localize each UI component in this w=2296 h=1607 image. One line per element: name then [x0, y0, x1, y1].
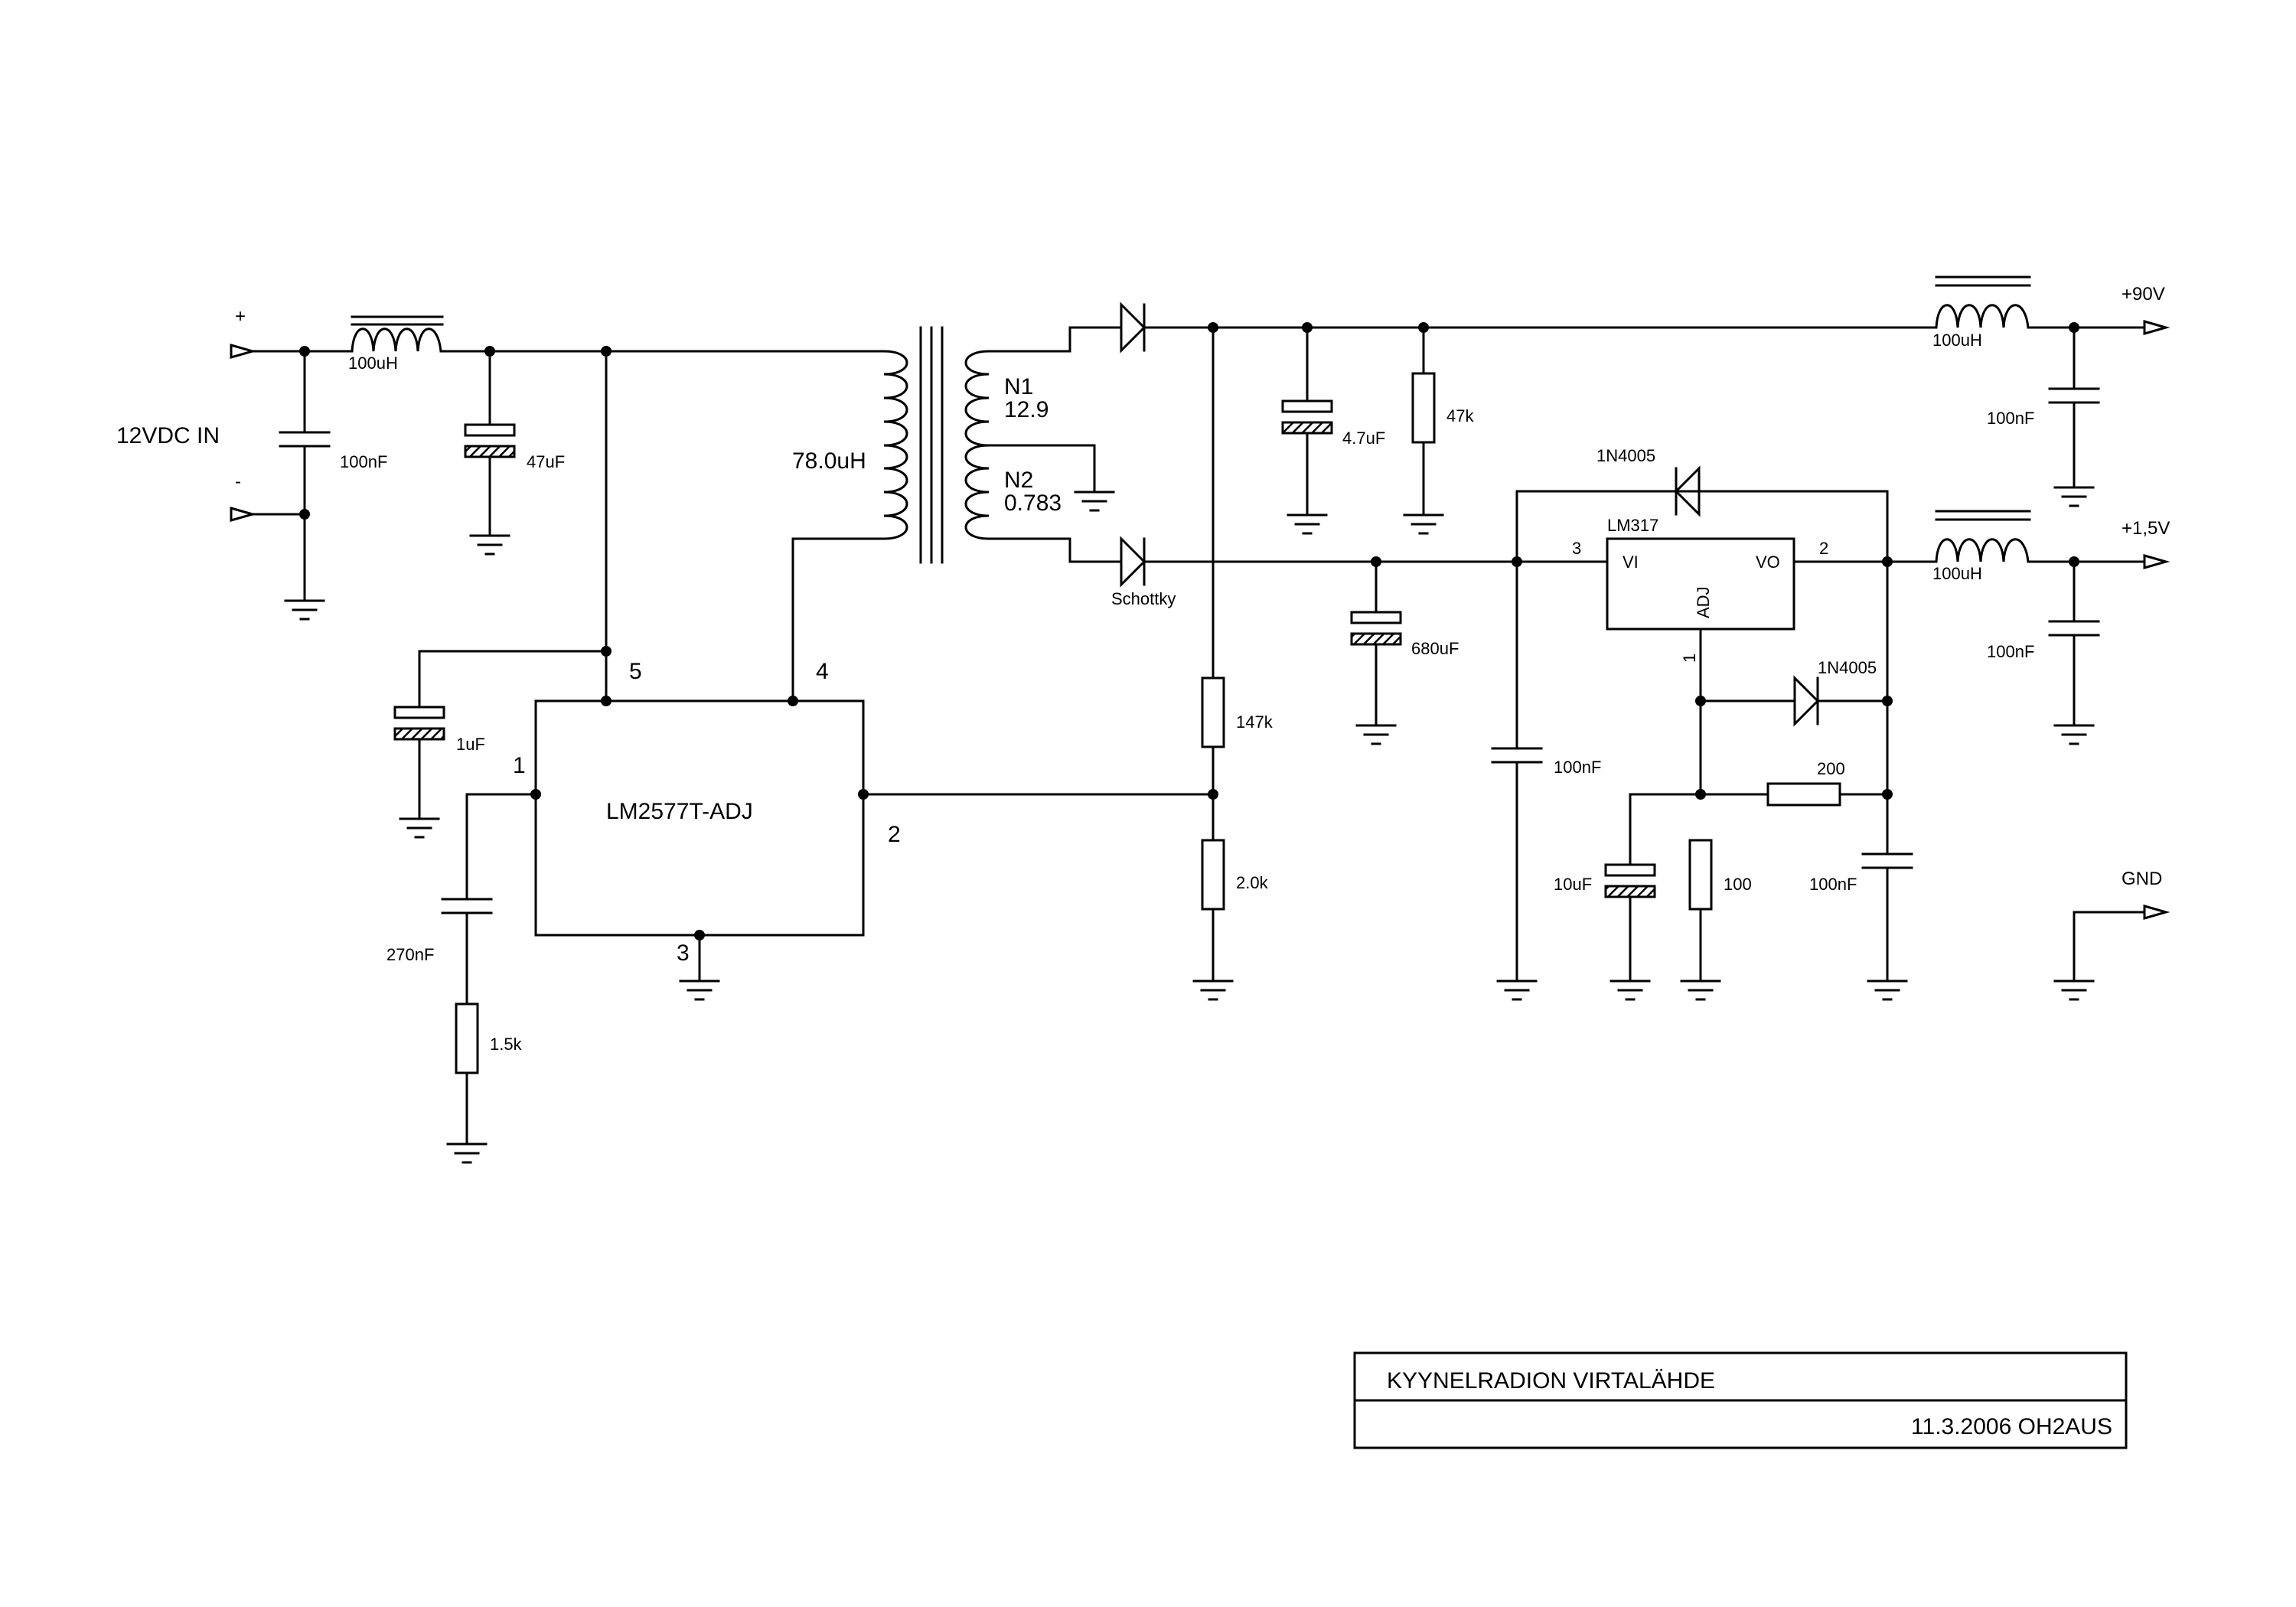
- r-147k-label: 147k: [1236, 712, 1274, 732]
- lv-output-label: +1,5V: [2122, 518, 2170, 539]
- reg-pin1: 1: [1680, 654, 1699, 663]
- capacitor-47uf: 47uF: [464, 350, 565, 556]
- r-200-label: 200: [1817, 759, 1845, 778]
- resistor-2k: 2.0k: [1201, 839, 1269, 983]
- reg-vi: VI: [1623, 553, 1639, 572]
- transformer: 78.0uH N1 12.9 N2 0.783: [792, 326, 1115, 564]
- reg-name: LM317: [1607, 516, 1658, 535]
- diode-schottky: Schottky: [1111, 536, 1176, 608]
- capacitor-680u: 680uF: [1350, 560, 1459, 745]
- ic-name: LM2577T-ADJ: [606, 799, 753, 824]
- capacitor-lv-output: 100nF: [1987, 560, 2100, 745]
- n1-label: N1: [1004, 374, 1033, 399]
- ic-pin1: 1: [513, 753, 526, 778]
- resistor-47k: 47k: [1403, 326, 1474, 535]
- ic-pin3: 3: [677, 940, 690, 966]
- schottky-label: Schottky: [1111, 589, 1176, 608]
- c-90-label: 100nF: [1987, 409, 2034, 428]
- input-terminals: + - 12VDC IN: [116, 306, 354, 522]
- ic-pin4: 4: [816, 659, 829, 684]
- capacitor-hv-output: 100nF: [1987, 326, 2100, 507]
- reg-adj: ADJ: [1694, 586, 1713, 618]
- l-90-label: 100uH: [1932, 331, 1982, 350]
- l-15-label: 100uH: [1932, 564, 1982, 583]
- d-top-label: 1N4005: [1596, 446, 1655, 465]
- c-10u-label: 10uF: [1554, 875, 1592, 894]
- n1-ratio: 12.9: [1004, 397, 1049, 422]
- n2-ratio: 0.783: [1004, 491, 1062, 516]
- lv-output-terminal: [2143, 554, 2170, 569]
- ic-pin2: 2: [888, 822, 901, 847]
- output-inductor-lv: 100uH: [1932, 510, 2031, 583]
- hv-output-label: +90V: [2122, 284, 2165, 305]
- input-capacitor: 100nF: [279, 350, 387, 602]
- capacitor-4u7: 4.7uF: [1281, 326, 1385, 535]
- r-47k-label: 47k: [1446, 406, 1474, 425]
- diode-protection-top: 1N4005: [1596, 446, 1701, 517]
- capacitor-reg-output: 100nF: [1809, 852, 1913, 1001]
- gnd-output-label: GND: [2122, 869, 2162, 889]
- plus-label: +: [235, 306, 246, 327]
- lm2577-ic: LM2577T-ADJ 5 4 1 2 3: [513, 659, 901, 966]
- c-15-label: 100nF: [1987, 642, 2034, 661]
- ground-symbol: [1192, 980, 1234, 1001]
- c-100n-out-label: 100nF: [1809, 875, 1857, 894]
- capacitor-10u: 10uF: [1554, 793, 1656, 1001]
- output-inductor-hv: 100uH: [1932, 275, 2031, 350]
- gnd-output: GND: [2053, 869, 2170, 1001]
- c-1u-label: 1uF: [456, 735, 485, 754]
- reg-vo: VO: [1756, 553, 1780, 572]
- ic-pin5: 5: [629, 659, 642, 684]
- r-100-label: 100: [1724, 875, 1752, 894]
- diode-adj-protection: 1N4005: [1793, 658, 1877, 727]
- diode-hv: [1120, 302, 1146, 354]
- c-100n-reg-label: 100nF: [1554, 758, 1601, 777]
- input-voltage-label: 12VDC IN: [116, 423, 220, 448]
- reg-pin3: 3: [1572, 539, 1581, 558]
- l-in-label: 100uH: [348, 354, 398, 373]
- c-47u-label: 47uF: [527, 452, 565, 471]
- junction-dots: [299, 322, 2079, 940]
- r-2k-label: 2.0k: [1236, 873, 1269, 892]
- lm317-regulator: LM317 VI VO ADJ 3 2 1: [1572, 516, 1828, 663]
- ground-symbol: [679, 980, 720, 1001]
- ground-symbol: [284, 599, 325, 621]
- resistor-200: 200: [1766, 759, 1845, 807]
- r-1k5-label: 1.5k: [490, 1035, 523, 1054]
- title-block-date: 11.3.2006 OH2AUS: [1911, 1414, 2112, 1439]
- c-4u7-label: 4.7uF: [1342, 429, 1385, 448]
- resistor-1k5: 1.5k: [455, 1002, 523, 1146]
- title-block: KYYNELRADION VIRTALÄHDE 11.3.2006 OH2AUS: [1353, 1351, 2128, 1449]
- capacitor-reg-input: 100nF: [1491, 490, 1601, 1001]
- resistor-100: 100: [1680, 839, 1752, 1001]
- c-270n-label: 270nF: [386, 945, 434, 964]
- input-inductor: 100uH: [348, 315, 885, 373]
- capacitor-1uf: 1uF: [393, 650, 485, 839]
- c-in-label: 100nF: [340, 452, 387, 471]
- d-adj-label: 1N4005: [1818, 658, 1877, 677]
- hv-output-terminal: [2143, 320, 2170, 335]
- title-block-title: KYYNELRADION VIRTALÄHDE: [1387, 1368, 1715, 1393]
- minus-label: -: [235, 471, 241, 492]
- n2-label: N2: [1004, 468, 1033, 493]
- c-680u-label: 680uF: [1411, 639, 1459, 658]
- resistor-147k: 147k: [1201, 676, 1274, 842]
- ground-symbol: [446, 1143, 488, 1164]
- reg-pin2: 2: [1819, 539, 1828, 558]
- capacitor-270nf: 270nF: [386, 793, 493, 1006]
- primary-inductance: 78.0uH: [792, 448, 866, 474]
